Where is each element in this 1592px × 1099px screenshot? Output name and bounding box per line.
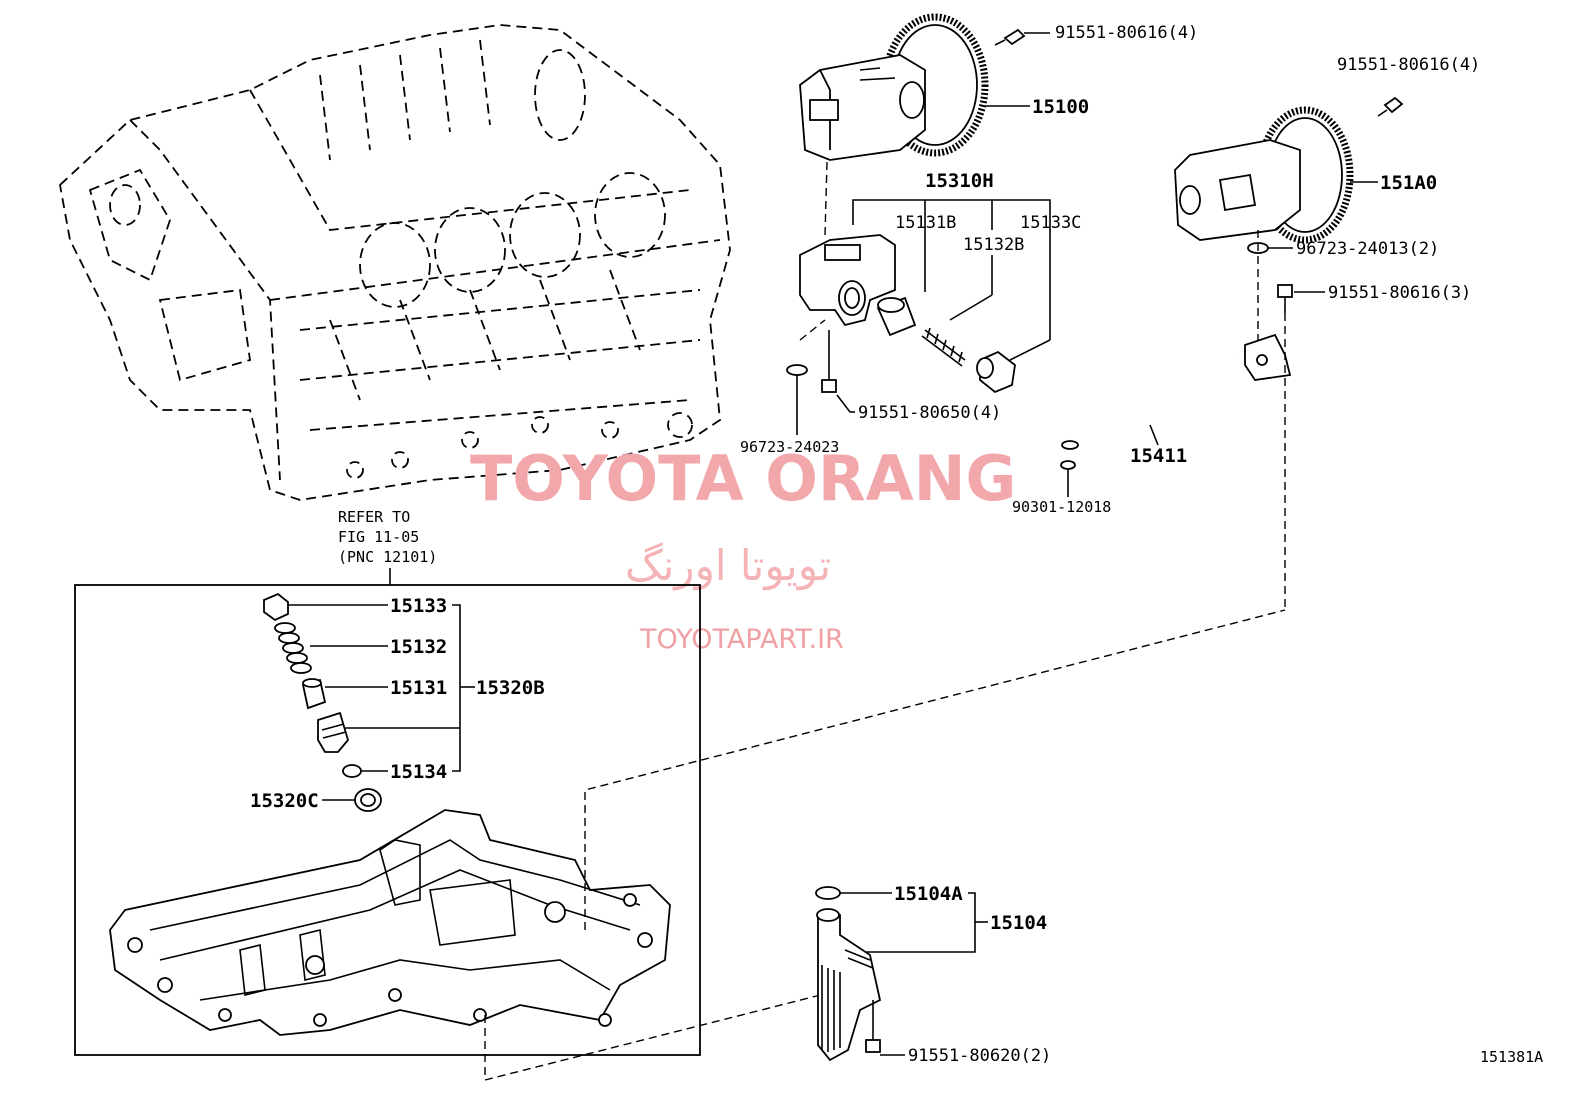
oil-pump-15100	[799, 13, 989, 161]
bolt-80650	[821, 330, 837, 393]
refer-line2: FIG 11-05	[338, 528, 419, 546]
figure-id: 151381A	[1480, 1048, 1543, 1066]
label-151A0: 151A0	[1380, 172, 1437, 194]
label-15320C: 15320C	[250, 790, 319, 812]
label-15131B: 15131B	[895, 213, 956, 233]
label-oring-96723-24023: 96723-24023	[740, 438, 839, 456]
spring-15132	[274, 622, 312, 674]
oil-pan-frame	[74, 584, 701, 1056]
label-bolt-top-right: 91551-80616(4)	[1337, 55, 1480, 75]
watermark-site: TOYOTAPART.IR	[639, 624, 844, 655]
gasket-90301	[1060, 460, 1076, 470]
label-bolt-80650: 91551-80650(4)	[858, 403, 1001, 423]
oil-pump-151A0	[1174, 106, 1354, 244]
engine-block	[59, 24, 731, 501]
valve-15131	[301, 678, 327, 710]
bolt-3	[1277, 284, 1293, 313]
label-15100: 15100	[1032, 96, 1089, 118]
refer-line1: REFER TO	[338, 508, 410, 526]
label-15133C: 15133C	[1020, 213, 1081, 233]
bolt-top-right	[1377, 96, 1404, 117]
oil-pipe-15411	[1061, 333, 1292, 450]
label-oring-96723-24013: 96723-24013(2)	[1296, 239, 1439, 259]
oring-96723-24023	[786, 364, 808, 376]
label-15104: 15104	[990, 912, 1047, 934]
label-15320B: 15320B	[476, 677, 545, 699]
spring-15132B	[921, 327, 966, 367]
watermark-persian: تویوتا اورنگ	[625, 541, 831, 590]
bolt-top	[994, 28, 1026, 46]
relief-valve-housing	[799, 234, 896, 327]
gasket-15104A	[815, 886, 841, 900]
valve-15131B	[876, 296, 917, 337]
label-15131: 15131	[390, 677, 447, 699]
label-bolt-3: 91551-80616(3)	[1328, 283, 1471, 303]
label-15132: 15132	[390, 636, 447, 658]
watermark-title: TOYOTA ORANG	[470, 442, 1016, 515]
label-15104A: 15104A	[894, 883, 963, 905]
refer-line3: (PNC 12101)	[338, 548, 437, 566]
oil-strainer-15104	[816, 908, 882, 1062]
seal-15320C	[354, 788, 382, 812]
label-15132B: 15132B	[963, 235, 1024, 255]
plug-15133	[263, 592, 289, 622]
label-15133: 15133	[390, 595, 447, 617]
label-gasket-90301: 90301-12018	[1012, 498, 1111, 516]
label-bolt-80620: 91551-80620(2)	[908, 1046, 1051, 1066]
label-15310H: 15310H	[925, 170, 994, 192]
oil-pan	[109, 809, 671, 1036]
label-bolt-top: 91551-80616(4)	[1055, 23, 1198, 43]
plug-15133C	[976, 350, 1016, 394]
bolt-80620	[865, 1000, 881, 1053]
valve-body	[317, 711, 349, 753]
oring-15134	[342, 764, 362, 778]
label-15134: 15134	[390, 761, 447, 783]
label-15411: 15411	[1130, 445, 1187, 467]
